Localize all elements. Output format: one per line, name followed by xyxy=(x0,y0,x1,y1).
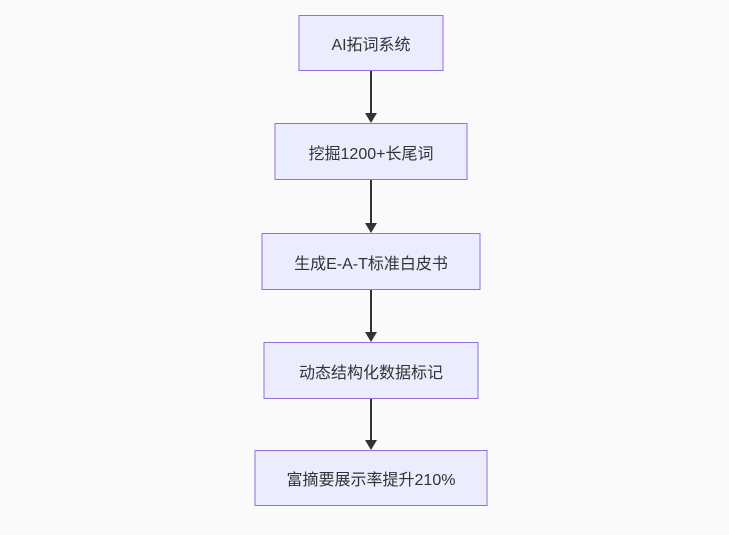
flowchart-edge-3 xyxy=(365,290,377,342)
edge-line xyxy=(370,290,372,332)
arrow-down-icon xyxy=(365,440,377,450)
node-label: 挖掘1200+长尾词 xyxy=(308,145,434,163)
node-label: AI拓词系统 xyxy=(331,37,411,54)
flowchart-node-structured-data-markup: 动态结构化数据标记 xyxy=(263,342,479,399)
edge-line xyxy=(370,180,372,223)
flowchart-edge-1 xyxy=(365,71,377,123)
flowchart-node-eat-whitepaper: 生成E-A-T标准白皮书 xyxy=(261,233,481,290)
flowchart-edge-2 xyxy=(365,180,377,233)
arrow-down-icon xyxy=(365,332,377,342)
node-label: 生成E-A-T标准白皮书 xyxy=(294,255,448,273)
arrow-down-icon xyxy=(365,113,377,123)
edge-line xyxy=(370,399,372,440)
arrow-down-icon xyxy=(365,223,377,233)
node-label: 动态结构化数据标记 xyxy=(298,364,443,382)
flowchart-node-longtail-mining: 挖掘1200+长尾词 xyxy=(274,123,468,180)
flowchart-node-rich-snippet-uplift: 富摘要展示率提升210% xyxy=(254,450,488,506)
node-label: 富摘要展示率提升210% xyxy=(286,472,456,489)
edge-line xyxy=(370,71,372,113)
flowchart-edge-4 xyxy=(365,399,377,450)
flowchart-node-ai-word-expansion: AI拓词系统 xyxy=(298,15,444,71)
